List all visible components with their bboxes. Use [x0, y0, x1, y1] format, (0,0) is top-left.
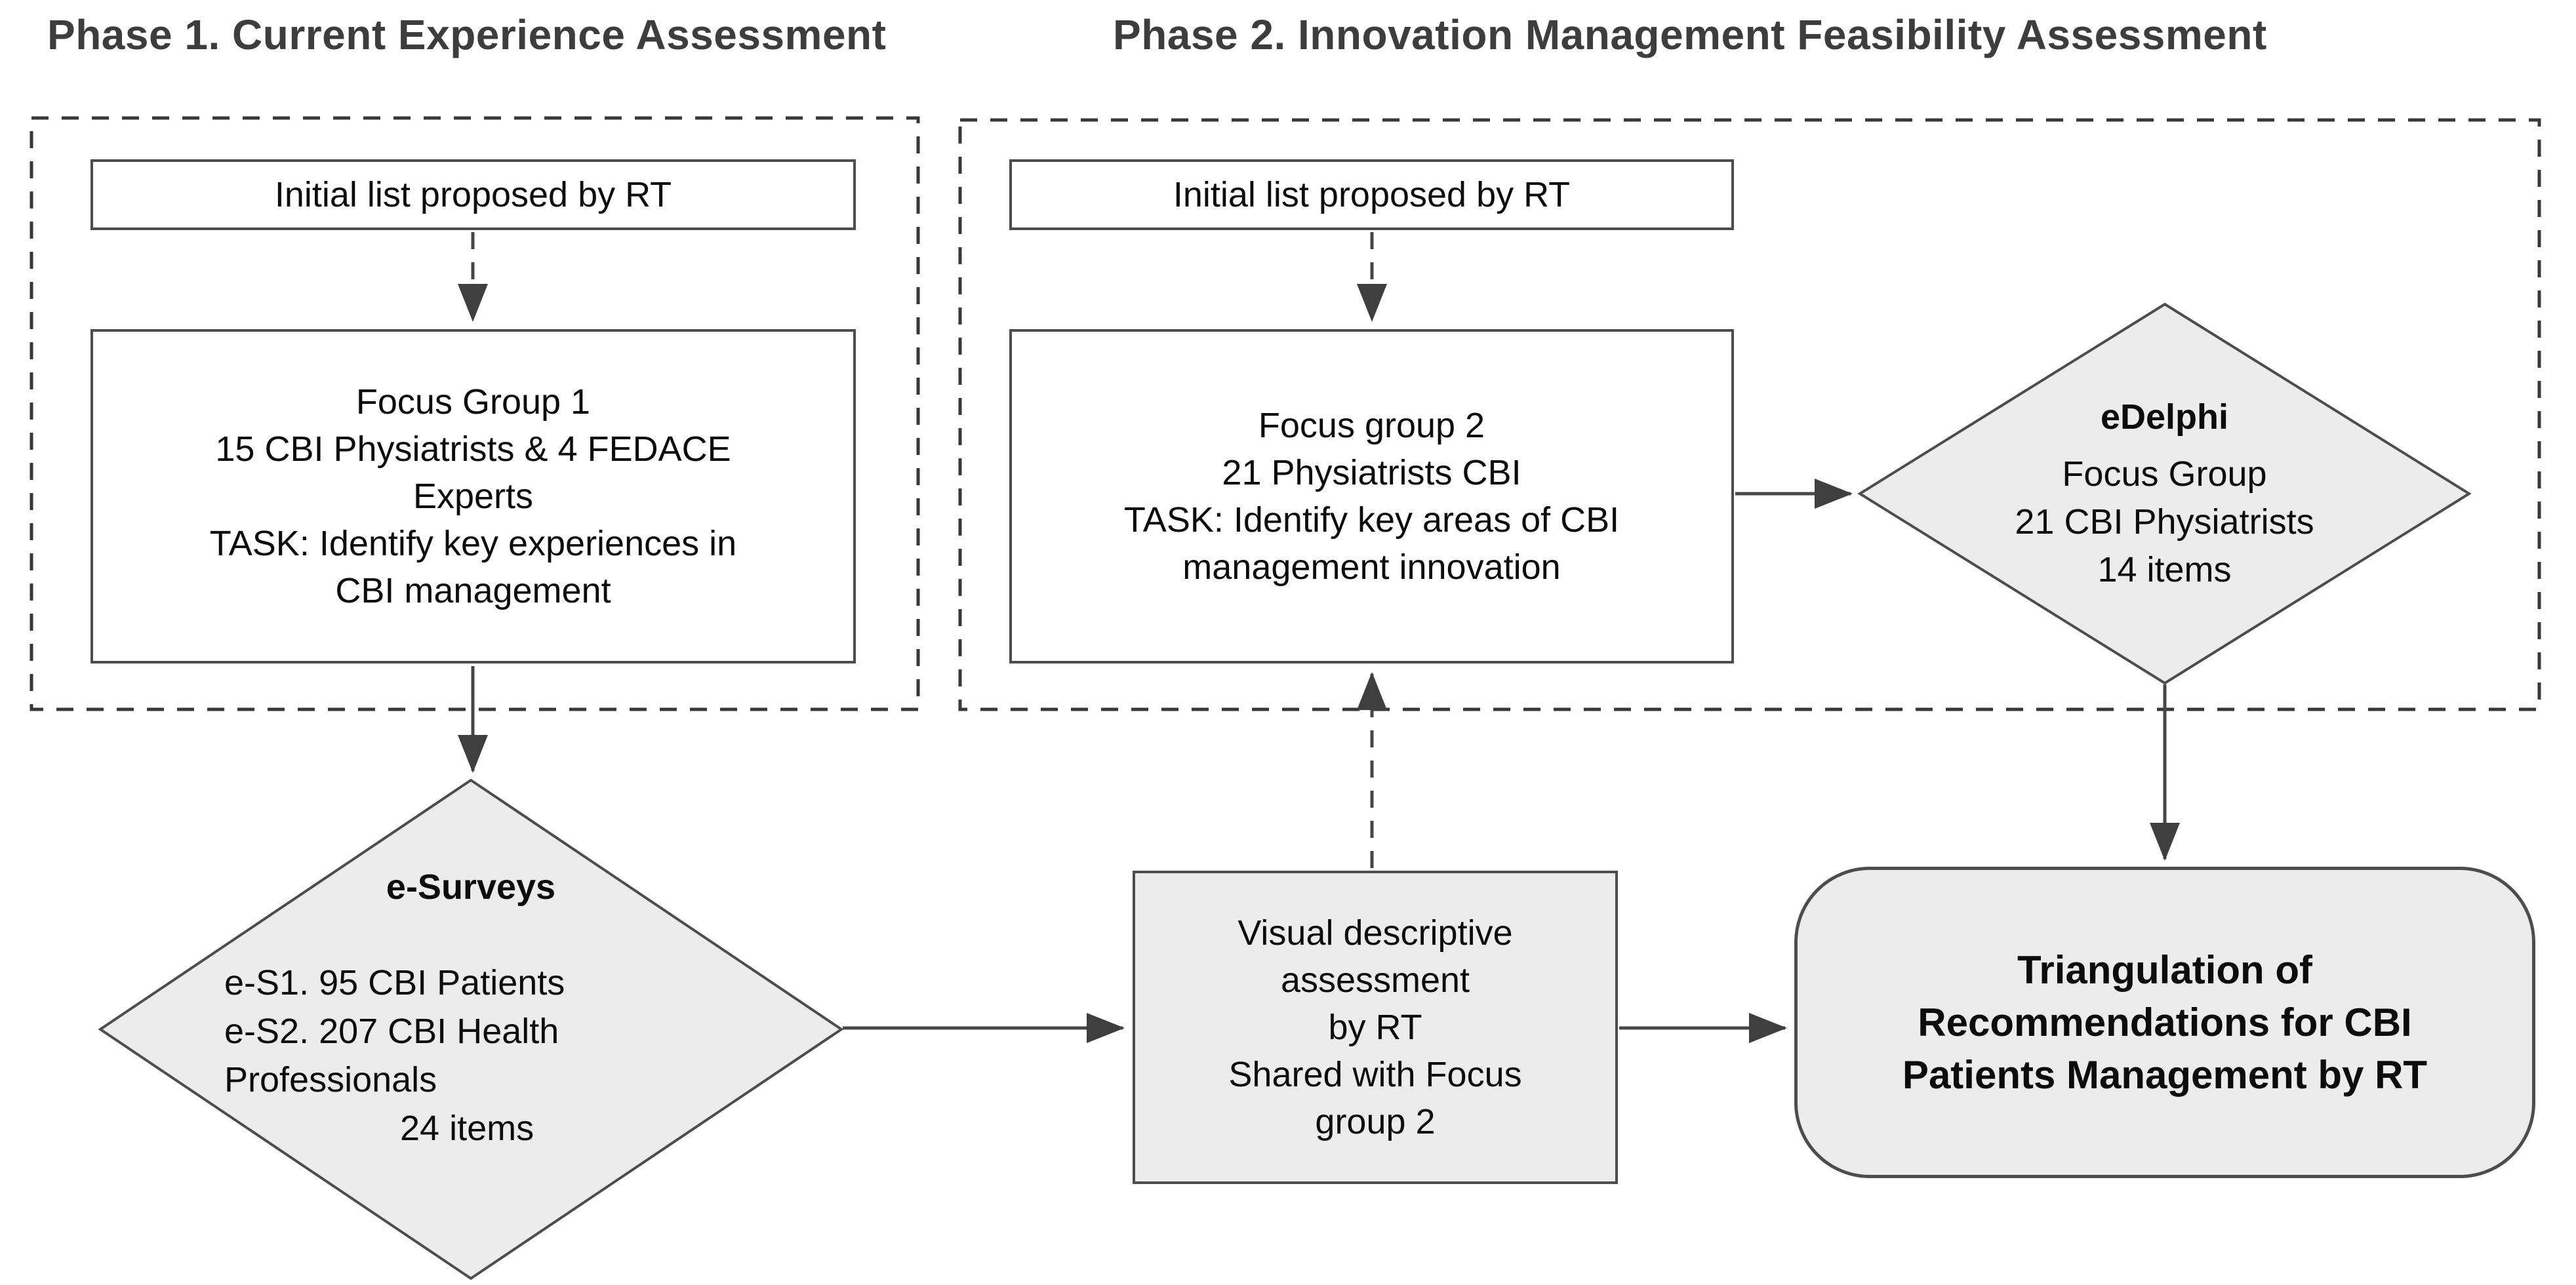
- visual-assessment-line: Shared with Focus: [1228, 1055, 1522, 1094]
- triangulation-line: Triangulation of: [2017, 947, 2312, 992]
- phase2-initial-list-label: Initial list proposed by RT: [1173, 175, 1571, 214]
- focus-group-1-line: Focus Group 1: [355, 382, 591, 422]
- focus-group-1-line: CBI management: [335, 571, 611, 610]
- visual-assessment-line: assessment: [1280, 960, 1470, 1000]
- edelphi-line: 14 items: [2097, 550, 2232, 589]
- phase2-initial-list-box: Initial list proposed by RT: [1009, 159, 1734, 230]
- visual-assessment-line: by RT: [1328, 1008, 1422, 1047]
- esurveys-line: Professionals: [224, 1060, 437, 1099]
- esurveys-line: e-S1. 95 CBI Patients: [224, 963, 565, 1002]
- edelphi-line: 21 CBI Physiatrists: [2015, 502, 2314, 542]
- phase1-initial-list-label: Initial list proposed by RT: [274, 175, 672, 214]
- esurveys-title: e-Surveys: [386, 867, 556, 907]
- edelphi-diamond-shape: [1857, 302, 2472, 685]
- visual-assessment-box: Visual descriptive assessment by RT Shar…: [1133, 871, 1618, 1184]
- focus-group-2-line: 21 Physiatrists CBI: [1222, 453, 1521, 492]
- esurveys-diamond-shape: [98, 778, 844, 1280]
- focus-group-1-box: Focus Group 1 15 CBI Physiatrists & 4 FE…: [91, 329, 856, 663]
- visual-assessment-line: group 2: [1315, 1102, 1436, 1141]
- esurveys-body: e-S1. 95 CBI Patients e-S2. 207 CBI Heal…: [224, 959, 801, 1153]
- triangulation-line: Patients Management by RT: [1902, 1052, 2428, 1097]
- esurveys-line: 24 items: [400, 1109, 534, 1148]
- triangulation-box: Triangulation of Recommendations for CBI…: [1794, 867, 2535, 1178]
- focus-group-1-line: TASK: Identify key experiences in: [209, 524, 737, 563]
- edelphi-diamond-label: eDelphi Focus Group 21 CBI Physiatrists …: [1860, 304, 2469, 683]
- phase1-initial-list-box: Initial list proposed by RT: [91, 159, 856, 230]
- focus-group-2-line: Focus group 2: [1258, 406, 1485, 445]
- esurveys-line: e-S2. 207 CBI Health: [224, 1012, 559, 1051]
- edelphi-line: Focus Group: [2062, 454, 2267, 494]
- triangulation-line: Recommendations for CBI: [1918, 1000, 2412, 1044]
- phase1-container: [30, 116, 920, 711]
- visual-assessment-line: Visual descriptive: [1238, 913, 1513, 953]
- edelphi-title: eDelphi: [2100, 397, 2229, 437]
- focus-group-2-line: TASK: Identify key areas of CBI: [1123, 500, 1620, 540]
- phase2-title: Phase 2. Innovation Management Feasibili…: [1113, 11, 2267, 58]
- focus-group-1-line: 15 CBI Physiatrists & 4 FEDACE: [215, 429, 731, 469]
- phase2-container: [958, 118, 2541, 711]
- focus-group-2-line: management innovation: [1182, 547, 1561, 587]
- focus-group-2-box: Focus group 2 21 Physiatrists CBI TASK: …: [1009, 329, 1734, 663]
- focus-group-1-line: Experts: [413, 477, 534, 516]
- phase1-title: Phase 1. Current Experience Assessment: [47, 11, 887, 58]
